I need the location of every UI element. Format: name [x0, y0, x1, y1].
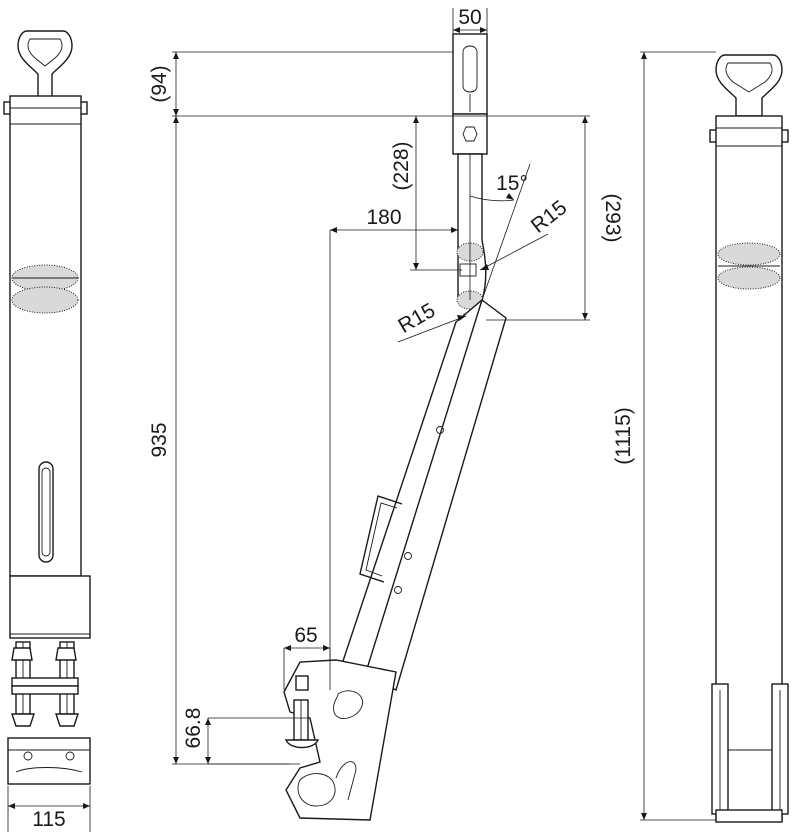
clamp-assembly — [283, 659, 397, 821]
dim-clamp-height: 66.8 — [182, 708, 308, 765]
dim-overall-length: (1115) — [612, 51, 716, 821]
dim-radius-upper: R15 — [479, 196, 572, 271]
top-width-label: 50 — [458, 6, 481, 29]
base-plate — [7, 737, 91, 785]
total-height-label: 935 — [148, 422, 171, 457]
clamp-width-label: 65 — [294, 624, 317, 647]
dim-horizontal-offset: 180 — [329, 206, 458, 690]
front-view: 115 — [3, 30, 91, 832]
dim-right-height: (293) — [486, 116, 624, 321]
dim-total-height: 935 — [148, 116, 300, 765]
dim-angle: 15° — [469, 154, 531, 301]
radius-lower-label: R15 — [394, 299, 439, 338]
diagonal-body — [341, 297, 507, 691]
overall-length-label: (1115) — [612, 407, 635, 465]
side-bracket — [359, 495, 403, 583]
clamp-bolts — [11, 641, 79, 727]
right-height-label: (293) — [601, 193, 624, 242]
lower-sleeve — [9, 575, 91, 639]
dim-base-width: 115 — [7, 786, 91, 832]
dim-clamp-width: 65 — [283, 624, 331, 690]
radius-upper-label: R15 — [527, 196, 572, 238]
clamp-height-label: 66.8 — [182, 708, 205, 749]
dim-top-width: 50 — [452, 6, 488, 34]
handle-height-label: (94) — [148, 65, 171, 102]
angle-label: 15° — [496, 172, 528, 195]
t-handle-inner — [27, 38, 63, 67]
side-view: 50 (94) (228) 15° — [148, 6, 624, 821]
upper-offset-label: (228) — [390, 141, 413, 190]
rear-clamp — [711, 600, 789, 823]
dim-handle-height: (94) — [148, 51, 590, 117]
rear-view: (1115) — [612, 51, 789, 823]
dim-upper-offset: (228) — [390, 116, 462, 271]
base-width-label: 115 — [32, 808, 65, 831]
upper-arm — [457, 153, 487, 301]
tube-slot — [38, 461, 54, 563]
horizontal-offset-label: 180 — [366, 206, 401, 229]
hex-nut — [462, 126, 478, 142]
rear-t-handle — [715, 54, 783, 117]
